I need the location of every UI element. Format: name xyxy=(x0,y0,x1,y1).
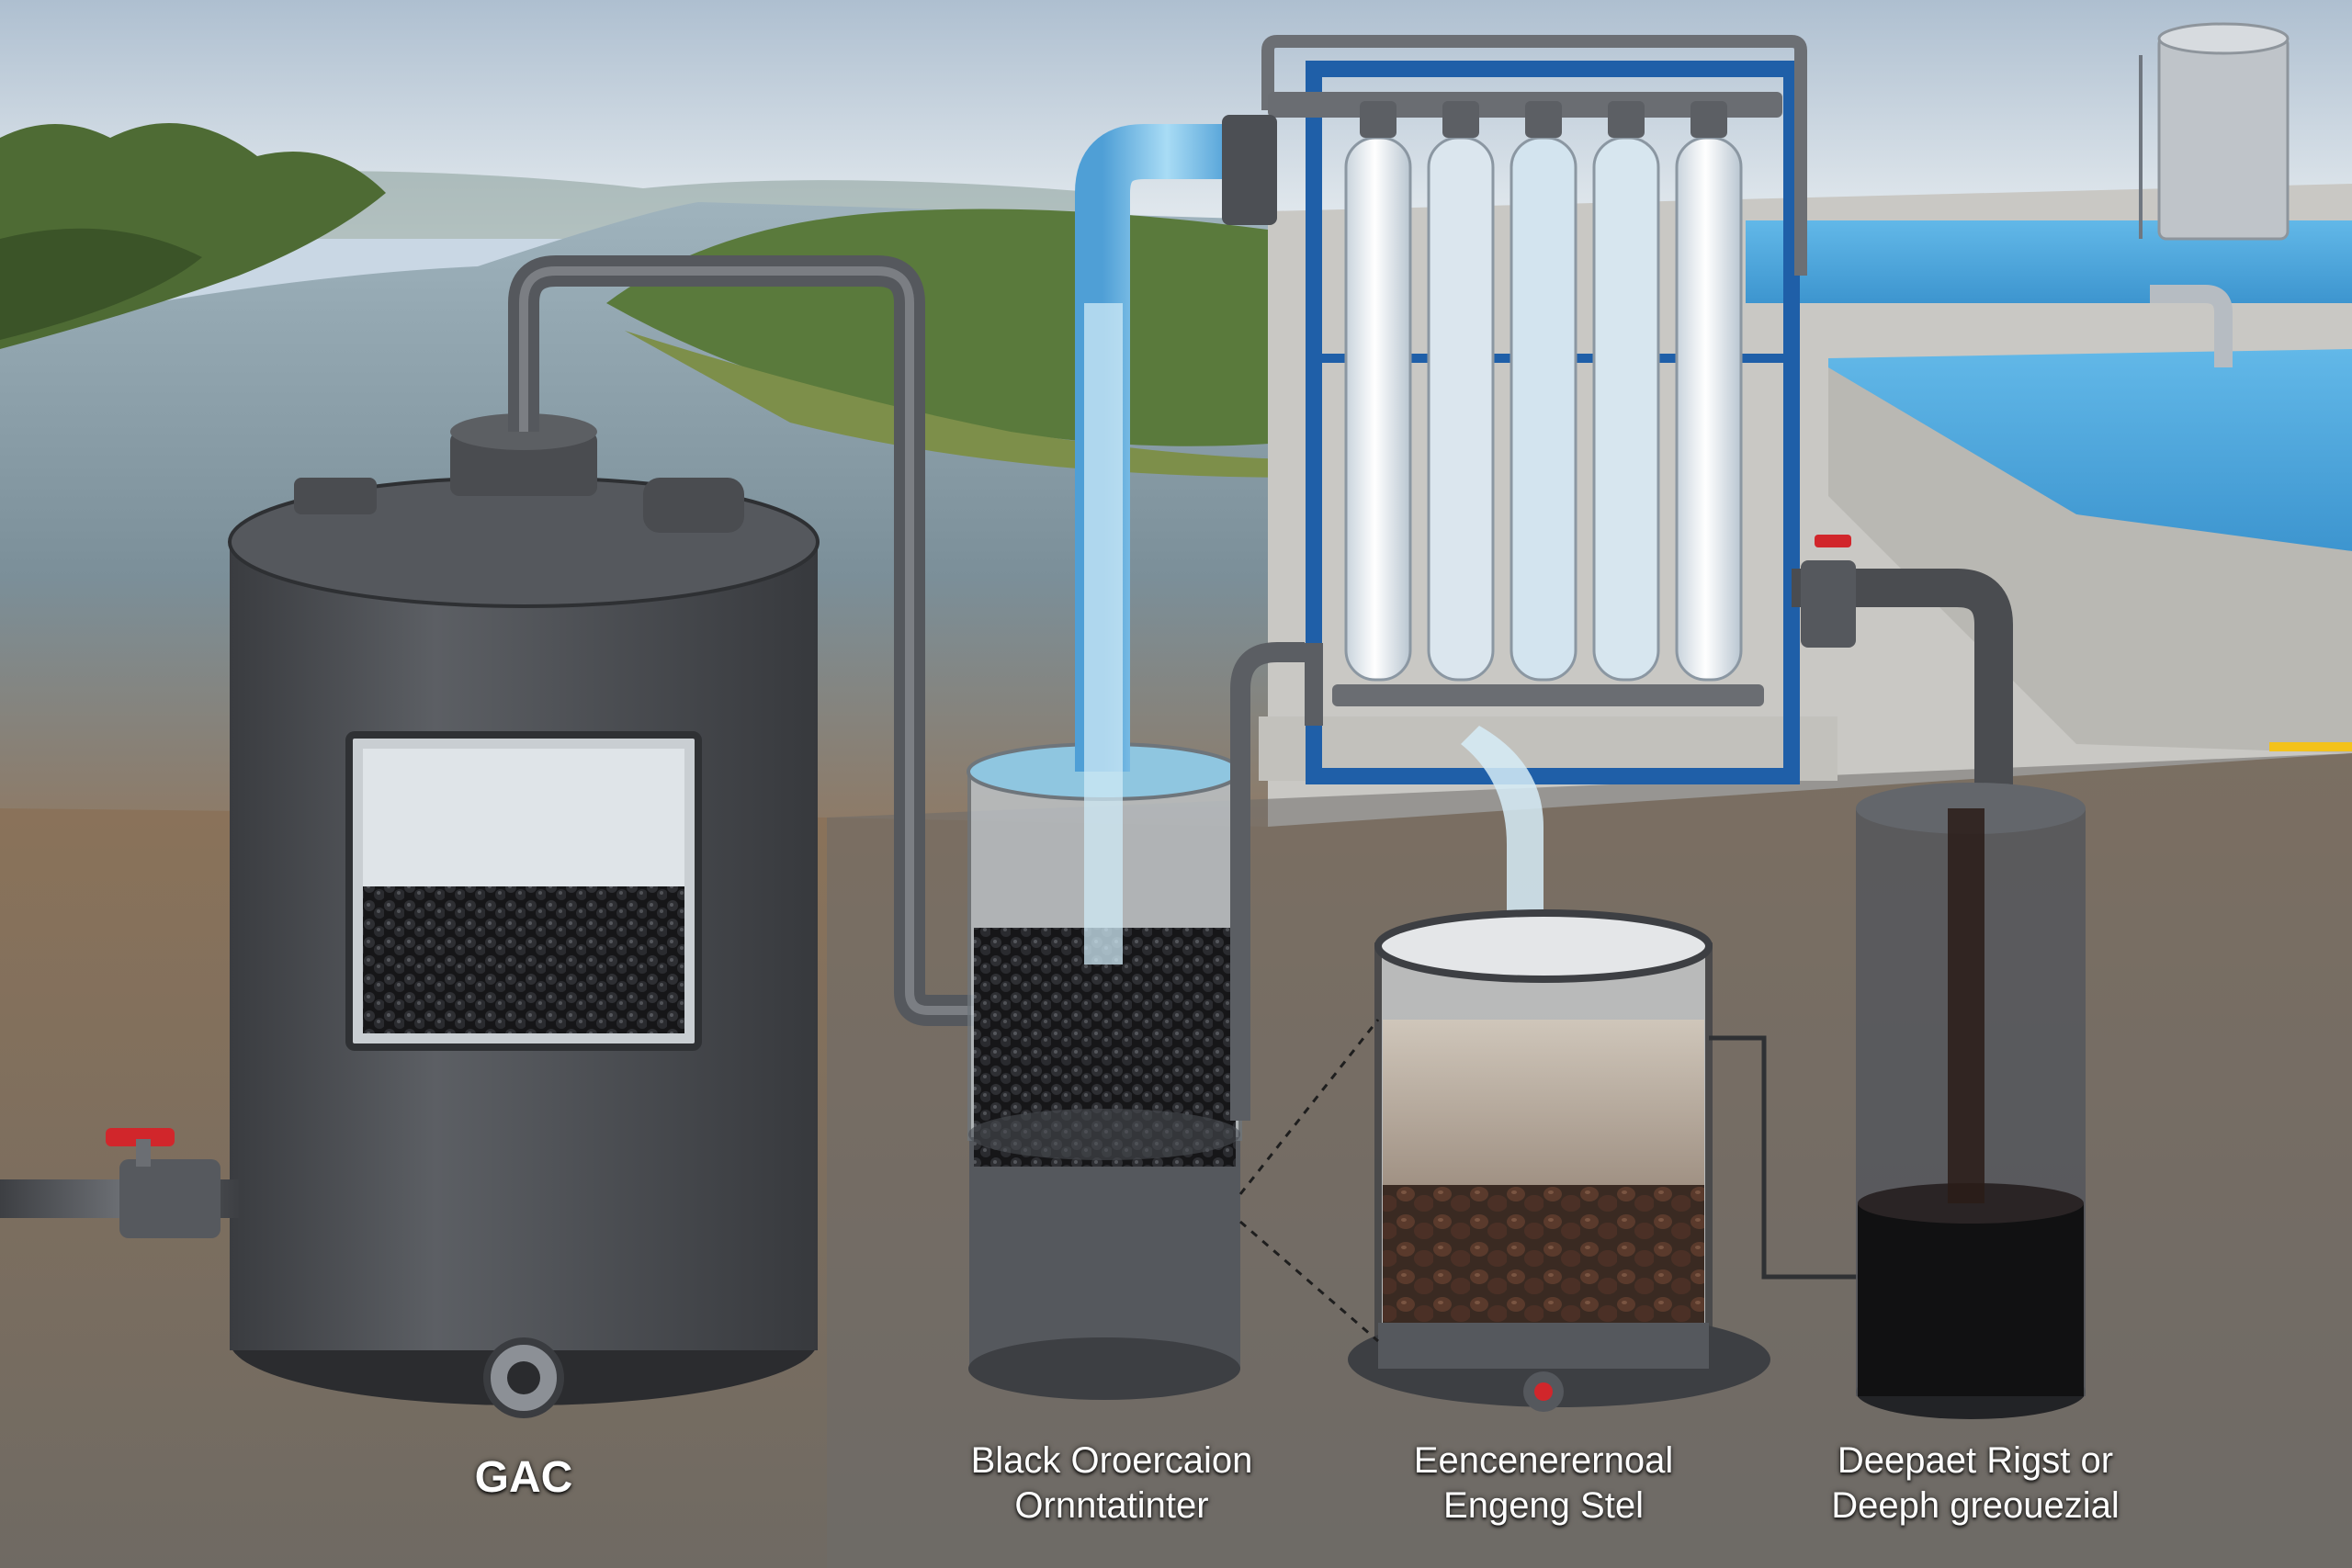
label-gac: GAC xyxy=(386,1451,662,1506)
membrane-1 xyxy=(1344,136,1412,682)
silo-top xyxy=(2157,22,2290,55)
gac-carbon-media xyxy=(363,886,684,1033)
treatment-pool-front xyxy=(1828,349,2352,551)
membrane-3 xyxy=(1510,136,1577,682)
label-black-filter: Black Oroercaion Ornntatinter xyxy=(905,1438,1318,1529)
skid-outlet-valve-handle xyxy=(1815,535,1851,547)
label-settling-tank-line-2: Engeng Stel xyxy=(1443,1484,1644,1526)
label-deep-tank: Deepaet Rigst or Deeph greouezial xyxy=(1764,1438,2187,1529)
left-bank-trees-dark xyxy=(0,228,202,340)
pool-pipe xyxy=(2150,285,2233,367)
gac-tank xyxy=(228,413,820,1418)
deep-tank xyxy=(1856,783,2086,1419)
label-black-filter-line-2: Ornntatinter xyxy=(1014,1484,1209,1526)
membrane-4 xyxy=(1592,136,1660,682)
label-black-filter-line-1: Black Oroercaion xyxy=(970,1440,1253,1481)
inlet-valve-handle xyxy=(106,1128,175,1146)
storage-silo xyxy=(2157,35,2290,241)
deep-tank-liquid xyxy=(1858,1203,2084,1396)
settling-tank xyxy=(1348,909,1770,1412)
right-bank-grass xyxy=(625,331,1305,478)
black-filter-column xyxy=(967,742,1242,1400)
inlet-valve-body xyxy=(119,1159,220,1238)
settling-rubble xyxy=(1383,1185,1704,1323)
label-deep-tank-line-2: Deeph greouezial xyxy=(1831,1484,2120,1526)
label-settling-tank-line-1: Eencenerernoal xyxy=(1413,1440,1674,1481)
membrane-skid xyxy=(1222,35,1838,784)
skid-outlet-pipe xyxy=(1792,569,2013,827)
skid-inlet-flange xyxy=(1222,115,1277,225)
label-settling-tank: Eencenerernoal Engeng Stel xyxy=(1332,1438,1755,1529)
water-stream-1 xyxy=(1084,303,1123,964)
deep-tank-inflow xyxy=(1948,808,1984,1203)
filter-transfer-pipe xyxy=(1230,642,1305,1121)
pool-wall xyxy=(1828,367,2352,753)
label-gac-line-1: GAC xyxy=(474,1453,573,1502)
dashed-callout-2 xyxy=(1239,1220,1379,1343)
membrane-2 xyxy=(1427,136,1495,682)
settling-to-deep-line xyxy=(1709,1035,1865,1280)
pool-edge-stripe xyxy=(2269,742,2352,751)
label-deep-tank-line-1: Deepaet Rigst or xyxy=(1837,1440,2114,1481)
skid-outlet-flange xyxy=(1801,560,1856,648)
membrane-5 xyxy=(1675,136,1743,682)
blue-inlet-pipe xyxy=(1075,124,1231,772)
